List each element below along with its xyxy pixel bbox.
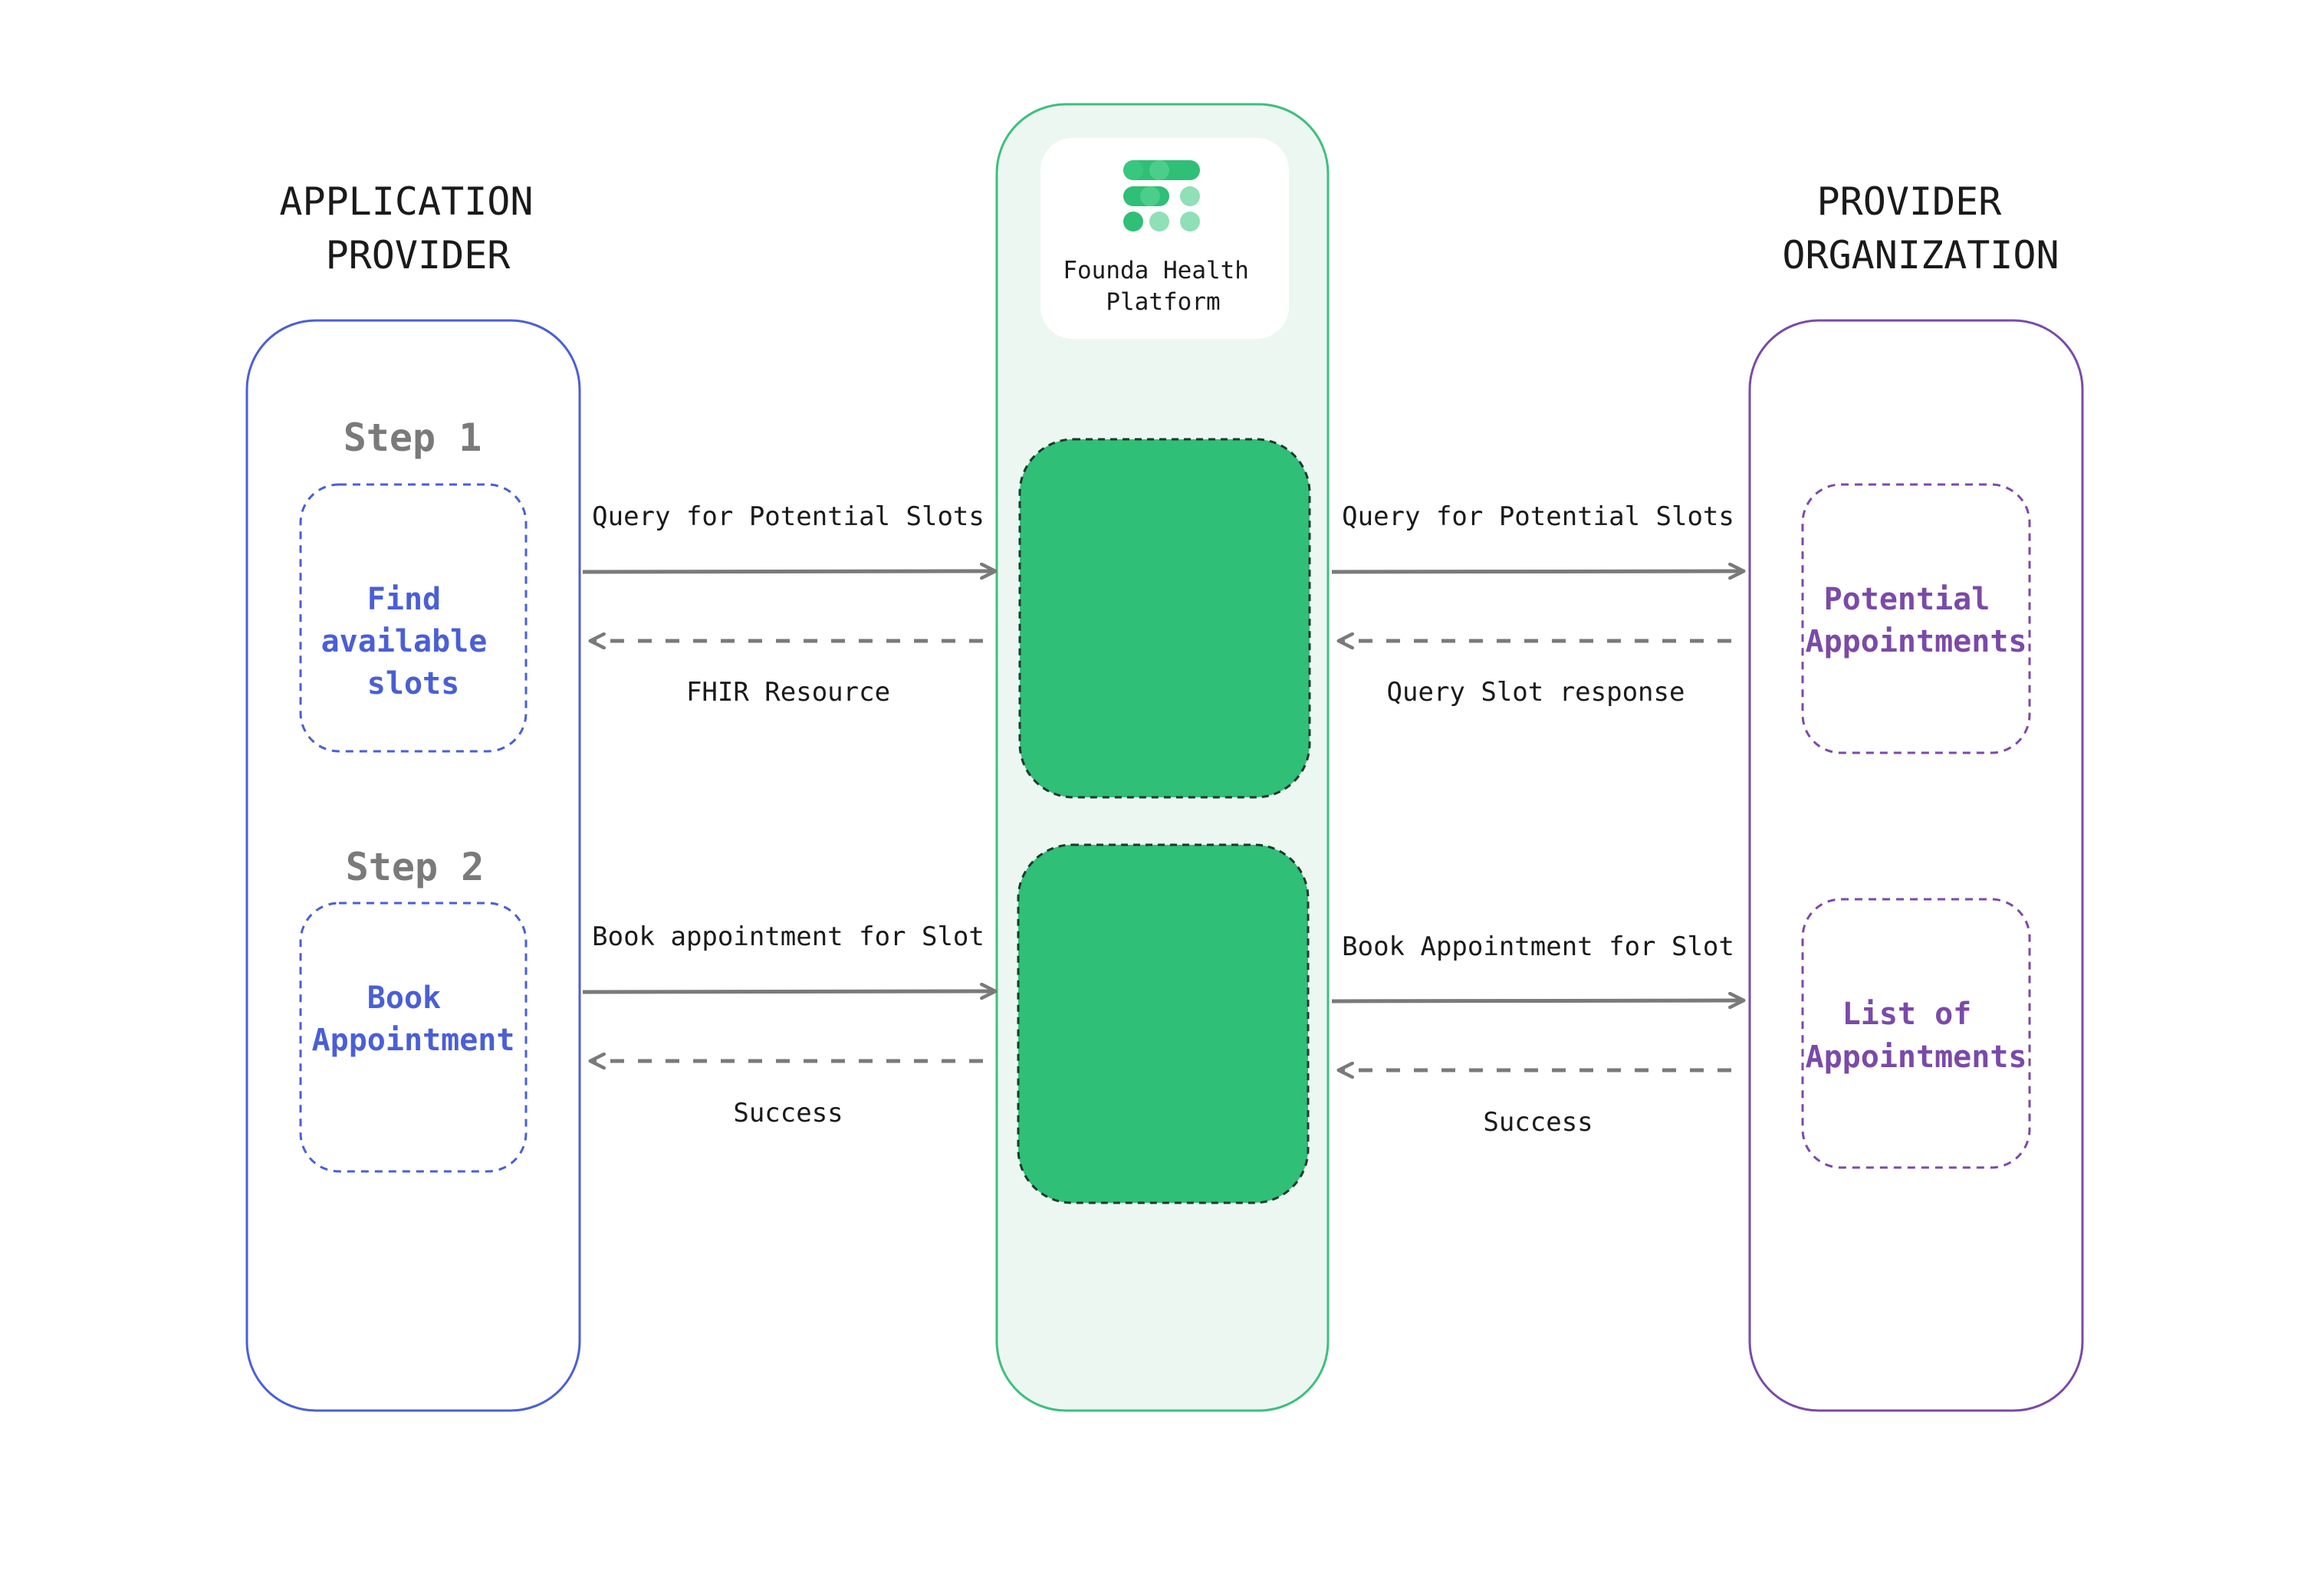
step-1-label: Step 1	[344, 416, 482, 460]
provider-organization-lane	[1748, 319, 2084, 1412]
right-arrows: Query for Potential Slots Query Slot res…	[1331, 501, 1746, 1138]
provider-organization-column: PROVIDER ORGANIZATION Potential Appointm…	[1748, 179, 2084, 1412]
left-book-label: Book appointment for Slot	[592, 921, 984, 952]
list-of-appointments-label-line2: Appointments	[1806, 1040, 2027, 1075]
application-provider-title-line1: APPLICATION	[279, 179, 533, 224]
application-provider-title: APPLICATION PROVIDER	[279, 179, 556, 278]
provider-organization-title: PROVIDER ORGANIZATION	[1782, 179, 2059, 278]
right-query-arrow	[1331, 562, 1746, 580]
list-of-appointments-label: List of Appointments	[1806, 997, 2027, 1075]
platform-column: Founda Health Platform	[995, 103, 1330, 1412]
application-provider-column: APPLICATION PROVIDER Step 1 Find availab…	[245, 179, 581, 1412]
platform-query-block[interactable]	[1018, 438, 1311, 799]
find-slots-label-line1: Find	[367, 582, 441, 617]
list-of-appointments-box[interactable]	[1801, 898, 2031, 1169]
provider-organization-title-line1: PROVIDER	[1817, 179, 2003, 224]
potential-appointments-label: Potential Appointments	[1806, 582, 2027, 659]
book-appointment-box[interactable]	[299, 902, 528, 1173]
book-appointment-label-line2: Appointment	[312, 1023, 515, 1058]
platform-name: Founda Health Platform	[1063, 257, 1263, 316]
right-response-label: Query Slot response	[1387, 677, 1685, 708]
left-query-arrow	[582, 562, 998, 580]
right-book-arrow	[1331, 991, 1746, 1010]
potential-appointments-label-line1: Potential	[1824, 582, 1990, 617]
right-query-label: Query for Potential Slots	[1342, 501, 1734, 532]
right-book-label: Book Appointment for Slot	[1342, 931, 1734, 962]
provider-organization-title-line2: ORGANIZATION	[1782, 233, 2059, 278]
left-fhir-label: FHIR Resource	[686, 677, 890, 708]
platform-name-line2: Platform	[1106, 288, 1220, 316]
book-appointment-label-line1: Book	[367, 981, 441, 1016]
list-of-appointments-label-line1: List of	[1842, 997, 1972, 1032]
right-success-label: Success	[1483, 1107, 1593, 1138]
find-slots-label-line2: available	[321, 624, 488, 659]
step-2-label: Step 2	[346, 845, 485, 889]
application-provider-title-line2: PROVIDER	[326, 233, 511, 278]
potential-appointments-box[interactable]	[1801, 483, 2031, 754]
left-success-label: Success	[733, 1098, 843, 1128]
potential-appointments-label-line2: Appointments	[1806, 624, 2027, 659]
left-book-arrow	[582, 982, 998, 1000]
application-provider-lane	[245, 319, 581, 1412]
platform-booking-block[interactable]	[1017, 843, 1310, 1204]
platform-name-line1: Founda Health	[1063, 257, 1249, 284]
left-arrows: Query for Potential Slots FHIR Resource …	[582, 501, 998, 1128]
find-slots-box[interactable]	[299, 483, 528, 753]
book-appointment-label: Book Appointment	[312, 981, 515, 1058]
find-slots-label-line3: slots	[367, 666, 459, 701]
left-query-label: Query for Potential Slots	[592, 501, 984, 532]
find-slots-label: Find available slots	[321, 582, 506, 701]
platform-logo-card	[1040, 138, 1289, 339]
founda-logo-icon	[1123, 160, 1200, 232]
